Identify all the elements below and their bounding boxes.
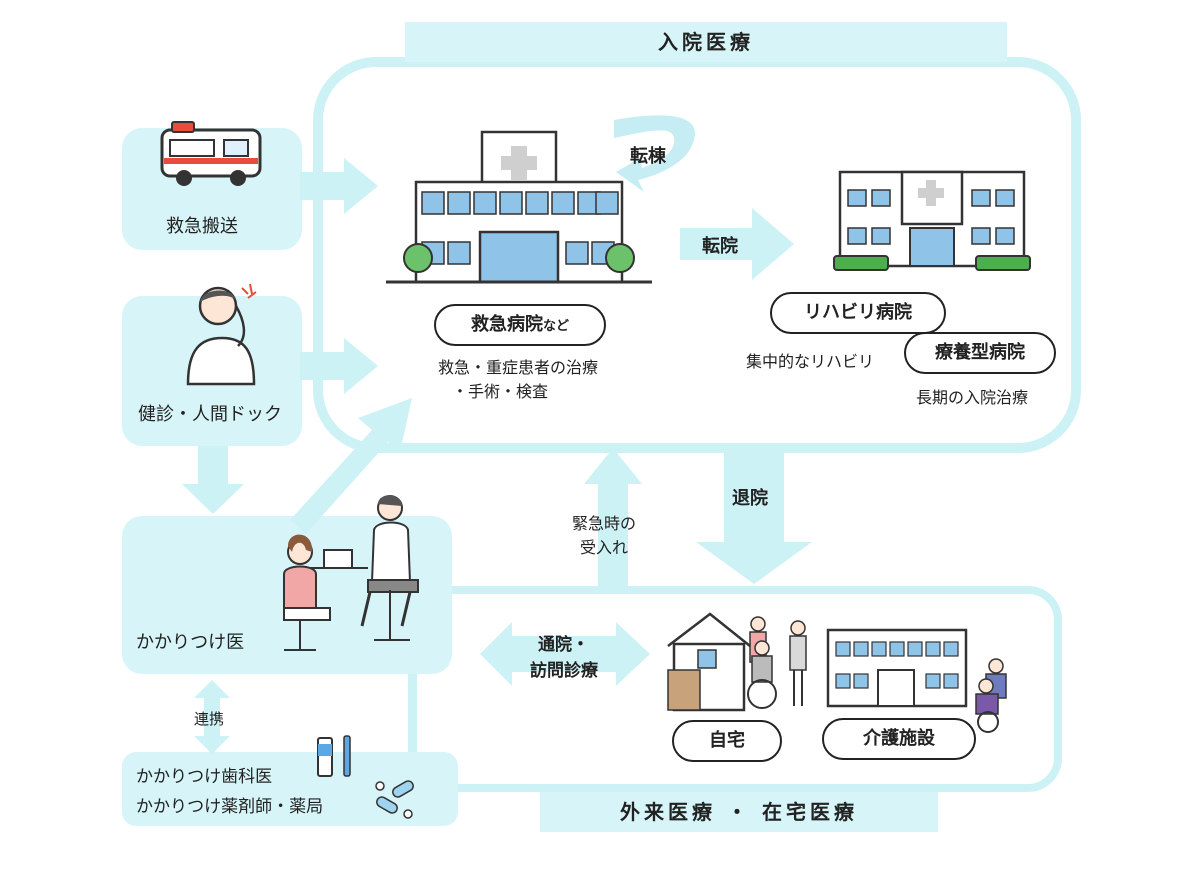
discharge-label: 退院 <box>732 488 768 509</box>
emergency-hospital-building-icon <box>386 130 652 284</box>
arrow-emergency-to-hospital <box>300 158 378 214</box>
arrow-discharge <box>696 450 812 584</box>
inpatient-title: 入院医療 <box>405 22 1007 62</box>
ambulance-icon <box>160 121 262 186</box>
pills-icon <box>375 780 414 819</box>
care-facility-pill: 介護施設 <box>822 718 976 760</box>
arrow-checkup-to-doctor <box>182 446 244 514</box>
arrow-cooperation <box>194 680 230 754</box>
doctor-consultation-icon <box>283 495 419 651</box>
arrow-emergency-accept <box>584 448 642 588</box>
emergency-hospital-desc-1: 救急・重症患者の治療 <box>437 358 598 377</box>
emergency-accept-label-1: 緊急時の <box>572 514 637 533</box>
emergency-hospital-desc-2: ・手術・検査 <box>451 382 548 401</box>
emergency-accept-label-2: 受入れ <box>580 538 629 557</box>
rehab-hospital-building-icon <box>833 170 1031 271</box>
headache-person-icon <box>186 283 257 386</box>
family-doctor-label: かかりつけ医 <box>136 632 245 653</box>
emergency-hospital-pill: 救急病院など <box>434 304 606 346</box>
checkup-label: 健診・人間ドック <box>138 404 282 425</box>
visit-label-1: 通院・ <box>538 635 589 655</box>
arrow-visit <box>480 622 650 686</box>
rehab-hospital-desc: 集中的なリハビリ <box>746 352 875 371</box>
house-with-family-icon <box>667 612 807 712</box>
arrow-ward-transfer <box>614 115 695 192</box>
rehab-hospital-pill: リハビリ病院 <box>770 292 946 334</box>
family-pharmacist-label: かかりつけ薬剤師・薬局 <box>136 797 324 817</box>
home-pill: 自宅 <box>672 720 782 762</box>
emergency-hospital-suffix: など <box>542 319 569 334</box>
longterm-hospital-desc: 長期の入院治療 <box>916 388 1029 407</box>
hospital-transfer-label: 転院 <box>702 236 738 257</box>
arrow-hospital-transfer <box>680 208 794 280</box>
emergency-transport-label: 救急搬送 <box>166 216 238 237</box>
arrow-checkup-to-hospital <box>300 338 378 394</box>
toothpaste-icon <box>317 735 351 777</box>
outpatient-home-title: 外来医療 ・ 在宅医療 <box>540 792 938 832</box>
arrow-doctor-to-hospital <box>290 398 412 534</box>
emergency-hospital-name: 救急病院 <box>470 314 543 335</box>
cooperation-label: 連携 <box>194 710 225 728</box>
family-dentist-label: かかりつけ歯科医 <box>136 767 273 787</box>
longterm-hospital-pill: 療養型病院 <box>904 332 1056 374</box>
care-facility-icon <box>826 628 1007 733</box>
visit-label-2: 訪問診療 <box>530 661 598 681</box>
ward-transfer-label: 転棟 <box>630 146 666 167</box>
